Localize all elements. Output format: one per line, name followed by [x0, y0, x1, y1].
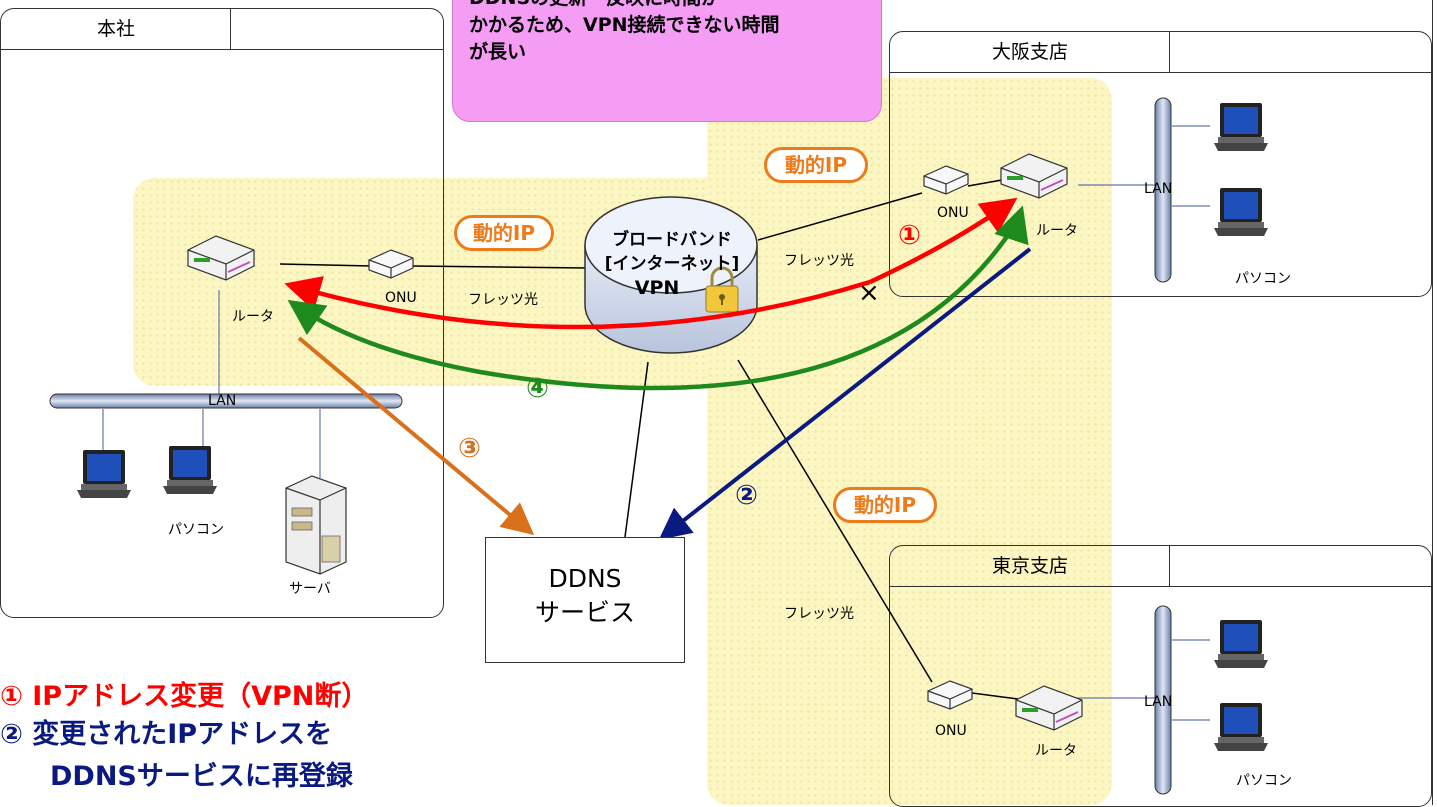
honsha-panel: 本社 [0, 8, 444, 618]
osaka-title: 大阪支店 [991, 41, 1068, 63]
osaka-header [890, 32, 1431, 73]
dynamic-ip-badge: 動的IP [764, 147, 868, 183]
cloud-line-2: [インターネット] [604, 254, 740, 274]
step-3-marker: ③ [458, 433, 481, 464]
router-label: ルータ [232, 309, 274, 325]
cloud-line-1: ブロードバンド [612, 230, 732, 250]
onu-label: ONU [937, 205, 969, 221]
server-icon [285, 475, 347, 575]
step-1-marker: ① [898, 220, 921, 251]
lan-label: LAN [1144, 694, 1173, 710]
step-4-marker: ④ [526, 373, 549, 404]
honsha-title: 本社 [96, 18, 135, 40]
step-2-marker: ② [735, 480, 758, 511]
router-icon [1015, 685, 1083, 731]
honsha-header-divider [230, 9, 231, 49]
lock-icon [705, 266, 739, 313]
router-label: ルータ [1036, 223, 1078, 239]
pc-label: パソコン [1236, 773, 1292, 789]
warning-callout: DDNSの更新・反映に時間が かかるため、VPN接続できない時間 が長い [452, 0, 882, 122]
flets-label: フレッツ光 [468, 292, 538, 308]
tokyo-header-divider [1169, 546, 1170, 586]
page-right-border [1432, 0, 1433, 805]
onu-icon [368, 249, 414, 279]
router-icon [1000, 153, 1068, 199]
flets-label: フレッツ光 [784, 253, 854, 269]
router-label: ルータ [1035, 743, 1077, 759]
branch-zone [707, 78, 1112, 805]
router-icon [187, 235, 255, 281]
pc-icon [77, 450, 131, 498]
pc-icon [1214, 703, 1268, 751]
pc-label: パソコン [168, 522, 224, 538]
callout-line-2: かかるため、VPN接続できない時間 [469, 14, 780, 36]
pc-icon [163, 446, 217, 494]
link-cut-mark: × [858, 278, 880, 308]
onu-icon [923, 165, 969, 195]
pc-icon [1214, 620, 1268, 668]
callout-line-3: が長い [469, 41, 527, 63]
legend-item-1: ① IPアドレス変更（VPN断） [0, 681, 369, 712]
server-label: サーバ [289, 581, 331, 597]
cloud-line-3: VPN [634, 277, 680, 299]
lan-label: LAN [208, 393, 237, 409]
osaka-header-divider [1169, 32, 1170, 72]
legend-item-2: ② 変更されたIPアドレスを [0, 719, 333, 750]
legend-item-2-cont: DDNSサービスに再登録 [50, 761, 353, 792]
onu-label: ONU [385, 290, 417, 306]
pc-icon [1214, 188, 1268, 236]
ddns-service-box: DDNS サービス [485, 537, 685, 663]
onu-icon [927, 680, 973, 710]
tokyo-header [890, 546, 1431, 587]
ddns-line-1: DDNS [548, 564, 622, 593]
callout-line-1: DDNSの更新・反映に時間が [469, 0, 867, 12]
dynamic-ip-badge: 動的IP [454, 215, 554, 251]
lan-label: LAN [1144, 181, 1173, 197]
honsha-header [1, 9, 443, 50]
pc-label: パソコン [1235, 271, 1291, 287]
dynamic-ip-badge: 動的IP [833, 487, 937, 523]
flets-label: フレッツ光 [784, 606, 854, 622]
osaka-panel: 大阪支店 [889, 31, 1432, 297]
tokyo-title: 東京支店 [991, 555, 1068, 577]
pc-icon [1214, 103, 1268, 151]
cloud-label: ブロードバンド [インターネット] VPN [588, 228, 756, 300]
onu-label: ONU [935, 723, 967, 739]
ddns-line-2: サービス [534, 598, 635, 627]
